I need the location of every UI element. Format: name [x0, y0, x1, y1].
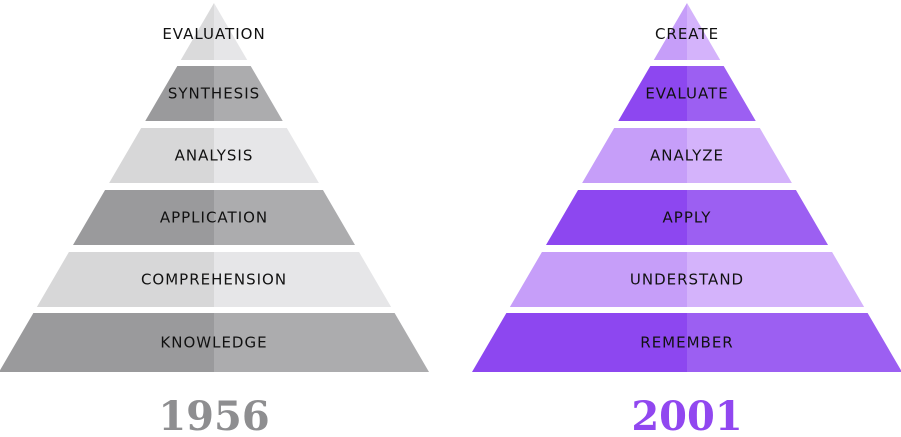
year-2001-label: 2001 — [631, 393, 742, 437]
tier-evaluation-right-shade — [214, 3, 248, 60]
tier-analysis: ANALYSIS — [109, 128, 319, 183]
tier-create: CREATE — [653, 3, 721, 60]
tier-knowledge-right-shade — [214, 313, 429, 372]
tier-evaluation-left-shade — [180, 3, 214, 60]
year-1956-label: 1956 — [158, 393, 269, 437]
tier-understand-right-shade — [687, 252, 865, 307]
tier-analysis-label: ANALYSIS — [175, 147, 254, 165]
tier-apply-label: APPLY — [663, 209, 712, 227]
tier-comprehension-label: COMPREHENSION — [141, 271, 287, 289]
tier-evaluate-left-shade — [618, 66, 687, 121]
tier-comprehension-right-shade — [214, 252, 392, 307]
tier-analyze: ANALYZE — [582, 128, 792, 183]
pyramid-1956: EVALUATION SYNTHESIS ANALYSIS APPLICATION CO… — [0, 3, 429, 372]
tier-analyze-right-shade — [687, 128, 792, 183]
pyramid-2001: CREATE EVALUATE ANALYZE APPLY UNDERSTAND REME… — [472, 3, 901, 372]
tier-knowledge-left-shade — [0, 313, 214, 372]
tier-remember: REMEMBER — [472, 313, 901, 372]
tier-synthesis: SYNTHESIS — [145, 66, 283, 121]
tier-understand: UNDERSTAND — [509, 252, 865, 307]
tier-evaluate: EVALUATE — [618, 66, 756, 121]
tier-comprehension: COMPREHENSION — [36, 252, 392, 307]
tier-knowledge: KNOWLEDGE — [0, 313, 429, 372]
tier-apply-left-shade — [545, 190, 687, 245]
tier-analysis-right-shade — [214, 128, 319, 183]
tier-evaluation: EVALUATION — [162, 3, 265, 60]
tier-analysis-left-shade — [109, 128, 214, 183]
tier-application-left-shade — [72, 190, 215, 245]
tier-synthesis-right-shade — [214, 66, 283, 121]
tier-analyze-label: ANALYZE — [650, 147, 724, 165]
tier-create-label: CREATE — [655, 25, 719, 43]
tier-synthesis-label: SYNTHESIS — [168, 85, 260, 103]
tier-remember-right-shade — [687, 313, 901, 372]
tier-apply: APPLY — [545, 190, 829, 245]
tier-apply-right-shade — [687, 190, 829, 245]
tier-create-right-shade — [687, 3, 721, 60]
tier-evaluate-label: EVALUATE — [645, 85, 728, 103]
tier-understand-left-shade — [509, 252, 687, 307]
tier-analyze-left-shade — [582, 128, 687, 183]
tier-application-label: APPLICATION — [160, 209, 268, 227]
tier-evaluate-right-shade — [687, 66, 756, 121]
tier-understand-label: UNDERSTAND — [630, 271, 744, 289]
tier-create-left-shade — [653, 3, 687, 60]
tier-application: APPLICATION — [72, 190, 356, 245]
tier-remember-label: REMEMBER — [640, 334, 733, 352]
tier-evaluation-label: EVALUATION — [162, 25, 265, 43]
tier-knowledge-label: KNOWLEDGE — [160, 334, 267, 352]
tier-remember-left-shade — [472, 313, 687, 372]
tier-synthesis-left-shade — [145, 66, 214, 121]
tier-comprehension-left-shade — [36, 252, 215, 307]
tier-application-right-shade — [214, 190, 356, 245]
